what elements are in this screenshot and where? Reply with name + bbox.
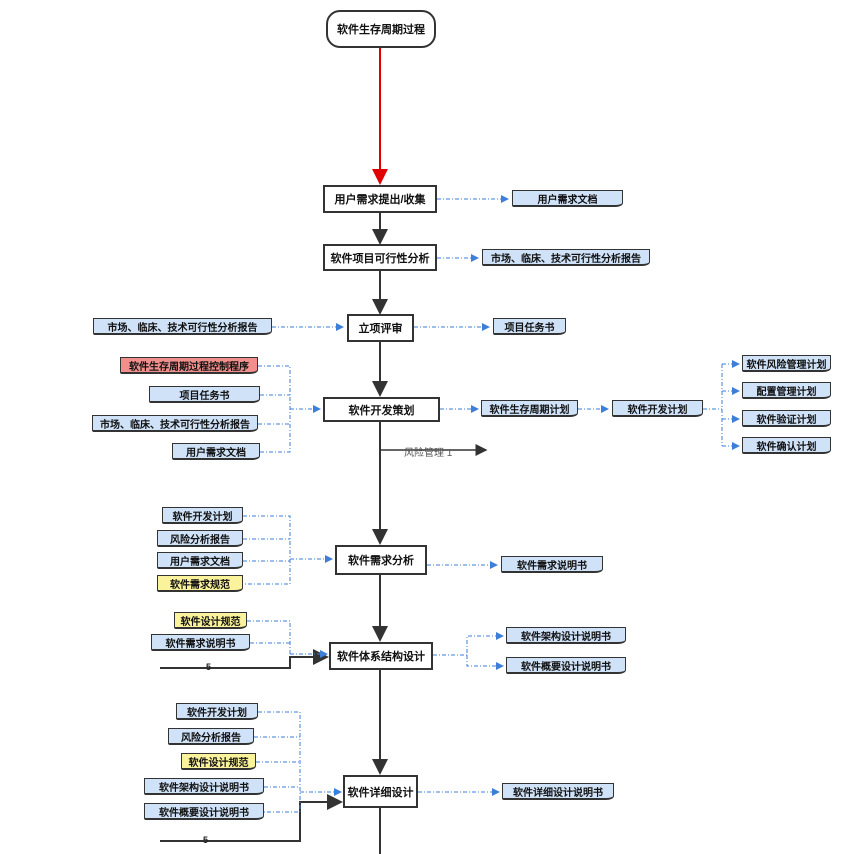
- loop5-line-arch: [160, 649, 329, 669]
- doc-task-book: 项目任务书: [149, 386, 260, 403]
- doc-design-spec: 软件设计规范: [181, 753, 256, 770]
- doc-risk-report: 风险分析报告: [157, 530, 243, 547]
- doc-dev-plan: 软件开发计划: [176, 703, 258, 720]
- doc-market-report: 市场、临床、技术可行性分析报告: [92, 415, 258, 432]
- doc-risk-plan: 软件风险管理计划: [742, 355, 831, 372]
- doc-req-spec: 软件需求规范: [157, 575, 243, 592]
- doc-market-report: 市场、临床、技术可行性分析报告: [482, 249, 650, 266]
- doc-confirm-plan: 软件确认计划: [742, 437, 831, 454]
- loop5-label: 5: [206, 662, 212, 672]
- doc-task-book: 项目任务书: [493, 318, 566, 335]
- doc-req-manual: 软件需求说明书: [151, 634, 250, 651]
- process-req-analysis: 软件需求分析: [335, 545, 427, 575]
- doc-arch-manual: 软件架构设计说明书: [506, 627, 626, 644]
- process-feasibility: 软件项目可行性分析: [323, 244, 437, 271]
- process-detail-design: 软件详细设计: [343, 775, 418, 808]
- doc-dev-plan: 软件开发计划: [162, 507, 243, 524]
- process-req-collect: 用户需求提出/收集: [323, 185, 437, 213]
- loop5-label: 5: [203, 835, 209, 845]
- doc-user-req: 用户需求文档: [157, 552, 243, 569]
- doc-user-req: 用户需求文档: [512, 190, 623, 207]
- doc-verify-plan: 软件验证计划: [742, 410, 831, 427]
- process-dev-planning: 软件开发策划: [323, 397, 440, 422]
- doc-market-report: 市场、临床、技术可行性分析报告: [93, 318, 272, 335]
- start-node: 软件生存周期过程: [326, 10, 436, 48]
- process-approval: 立项评审: [347, 314, 414, 342]
- doc-arch-manual: 软件架构设计说明书: [144, 778, 264, 795]
- doc-dev-plan: 软件开发计划: [612, 400, 703, 417]
- process-arch-design: 软件体系结构设计: [329, 642, 433, 670]
- doc-risk-report: 风险分析报告: [168, 728, 254, 745]
- doc-lifecycle-control: 软件生存周期过程控制程序: [120, 357, 258, 374]
- doc-outline-manual: 软件概要设计说明书: [144, 803, 264, 820]
- doc-lifecycle-plan: 软件生存周期计划: [481, 400, 578, 417]
- doc-req-manual: 软件需求说明书: [501, 556, 603, 573]
- doc-outline-manual: 软件概要设计说明书: [506, 657, 626, 674]
- doc-config-plan: 配置管理计划: [742, 382, 831, 399]
- doc-detail-manual: 软件详细设计说明书: [502, 783, 614, 800]
- doc-user-req: 用户需求文档: [172, 443, 260, 460]
- loop5-line-detail: [160, 794, 343, 842]
- doc-design-spec: 软件设计规范: [174, 612, 247, 629]
- risk-mgmt-label: 风险管理 1: [404, 448, 453, 459]
